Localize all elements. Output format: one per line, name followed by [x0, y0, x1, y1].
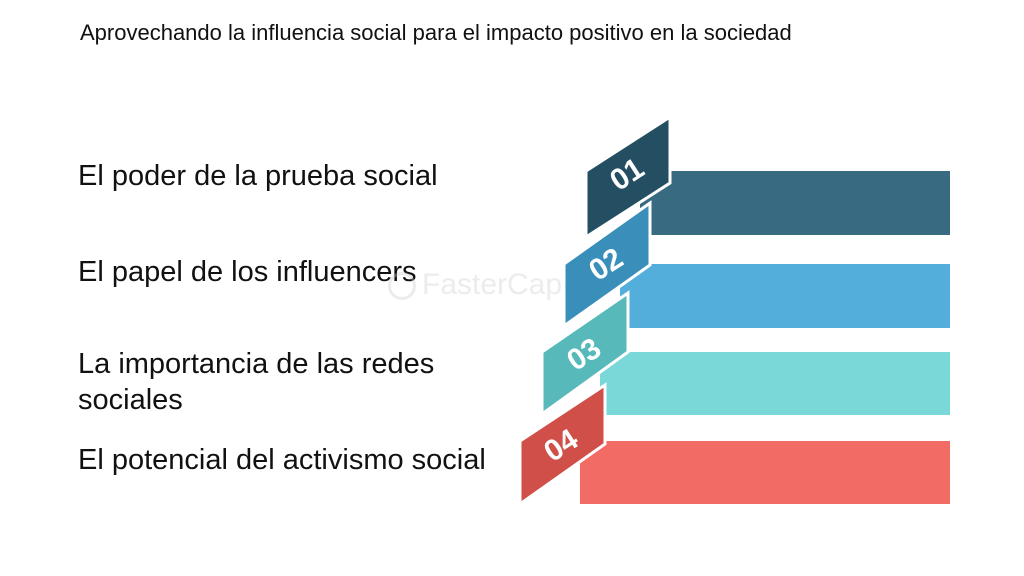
item-label-1: El poder de la prueba social: [78, 160, 438, 192]
item-label-4: El potencial del activismo social: [78, 444, 486, 476]
step-bar-2: [620, 264, 950, 328]
slide-title: Aprovechando la influencia social para e…: [80, 20, 792, 45]
step-tab-4: [518, 382, 607, 507]
item-label-3: La importancia de las redes sociales: [78, 348, 435, 416]
step-tab-3: [540, 290, 630, 417]
step-bar-3: [600, 352, 950, 415]
step-tab-1: [584, 114, 672, 240]
step-bar-4: [580, 441, 950, 504]
step-bar-1: [640, 171, 950, 235]
step-tab-2: [562, 200, 652, 329]
item-label-2: El papel de los influencers: [78, 256, 417, 288]
watermark-logo-icon: [388, 272, 416, 301]
